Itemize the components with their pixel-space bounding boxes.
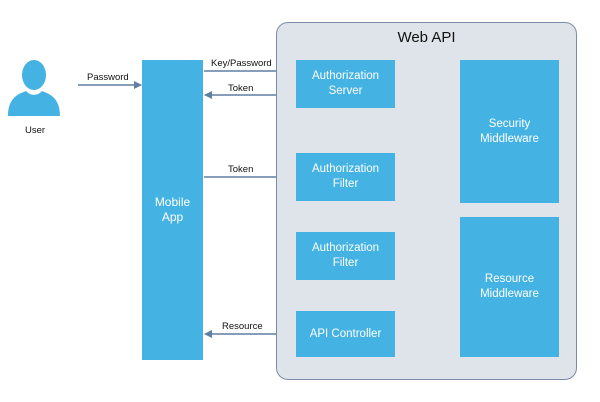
security-middleware-box: Security Middleware (460, 60, 559, 203)
edge-label-token-back: Token (228, 83, 254, 94)
user-icon (8, 60, 60, 116)
edge-label-resource: Resource (222, 321, 263, 332)
edge-label-key-password: Key/Password (211, 58, 272, 69)
user-label: User (24, 125, 46, 136)
api-controller-box: API Controller (296, 311, 395, 357)
authorization-server-box: Authorization Server (296, 60, 395, 108)
resource-middleware-box: Resource Middleware (460, 217, 559, 357)
mobile-app-box: Mobile App (142, 60, 203, 360)
edge-label-token-forward: Token (228, 164, 254, 175)
web-api-title: Web API (397, 29, 456, 46)
authorization-filter-box-1: Authorization Filter (296, 153, 395, 201)
authorization-filter-box-2: Authorization Filter (296, 232, 395, 280)
edge-label-password: Password (87, 72, 129, 83)
